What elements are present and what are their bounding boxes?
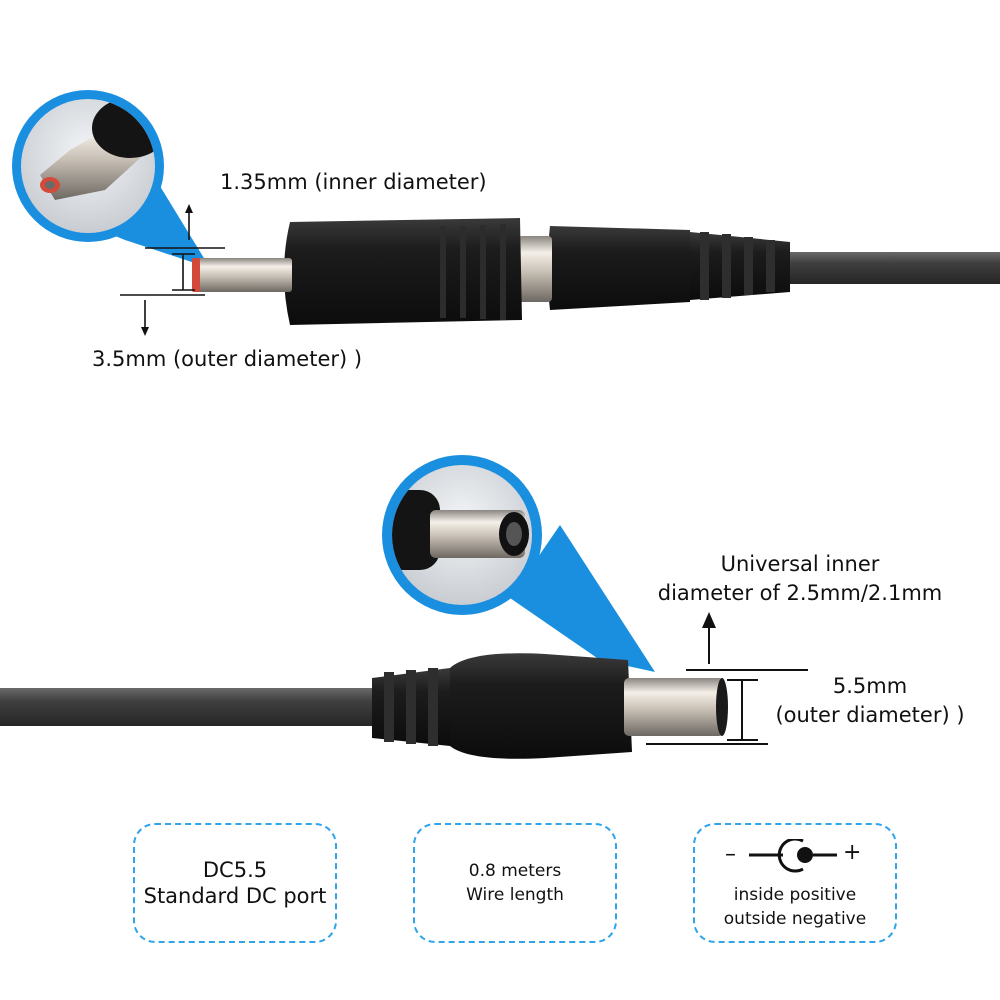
top-plug: [192, 218, 1000, 325]
info-box-wire-length: 0.8 meters Wire length: [413, 823, 617, 943]
info-box-polarity: – + inside positive outside negative: [693, 823, 897, 943]
info-box-port-type: DC5.5 Standard DC port: [133, 823, 337, 943]
top-zoom-circle: [12, 90, 164, 242]
port-type-title: DC5.5: [202, 858, 268, 882]
bottom-outer-diameter-label: 5.5mm (outer diameter) ): [760, 672, 980, 730]
polarity-plus-sign: +: [843, 840, 862, 865]
bottom-outer-label-line2: (outer diameter) ): [775, 703, 965, 727]
bottom-outer-label-line1: 5.5mm: [832, 674, 908, 698]
wire-length-label: Wire length: [466, 885, 564, 905]
top-dimension-lines: [120, 204, 225, 336]
port-type-description: Standard DC port: [143, 884, 327, 908]
polarity-outside-text: outside negative: [723, 909, 867, 929]
polarity-minus-sign: –: [725, 842, 736, 867]
bottom-callout-beam: [510, 525, 655, 672]
center-positive-polarity-icon: [749, 839, 837, 873]
bottom-inner-label-line1: Universal inner: [720, 552, 880, 576]
top-inner-diameter-label: 1.35mm (inner diameter): [220, 170, 487, 194]
polarity-inside-text: inside positive: [733, 885, 857, 905]
wire-length-value: 0.8 meters: [468, 861, 562, 881]
bottom-inner-label-line2: diameter of 2.5mm/2.1mm: [657, 581, 943, 605]
bottom-inner-diameter-label: Universal inner diameter of 2.5mm/2.1mm: [640, 550, 960, 608]
top-outer-diameter-label: 3.5mm (outer diameter) ): [92, 347, 363, 371]
bottom-zoom-circle: [382, 455, 542, 615]
bottom-dimension-lines: [646, 612, 808, 745]
polarity-symbol: – +: [725, 839, 869, 879]
bottom-plug: [0, 653, 728, 759]
